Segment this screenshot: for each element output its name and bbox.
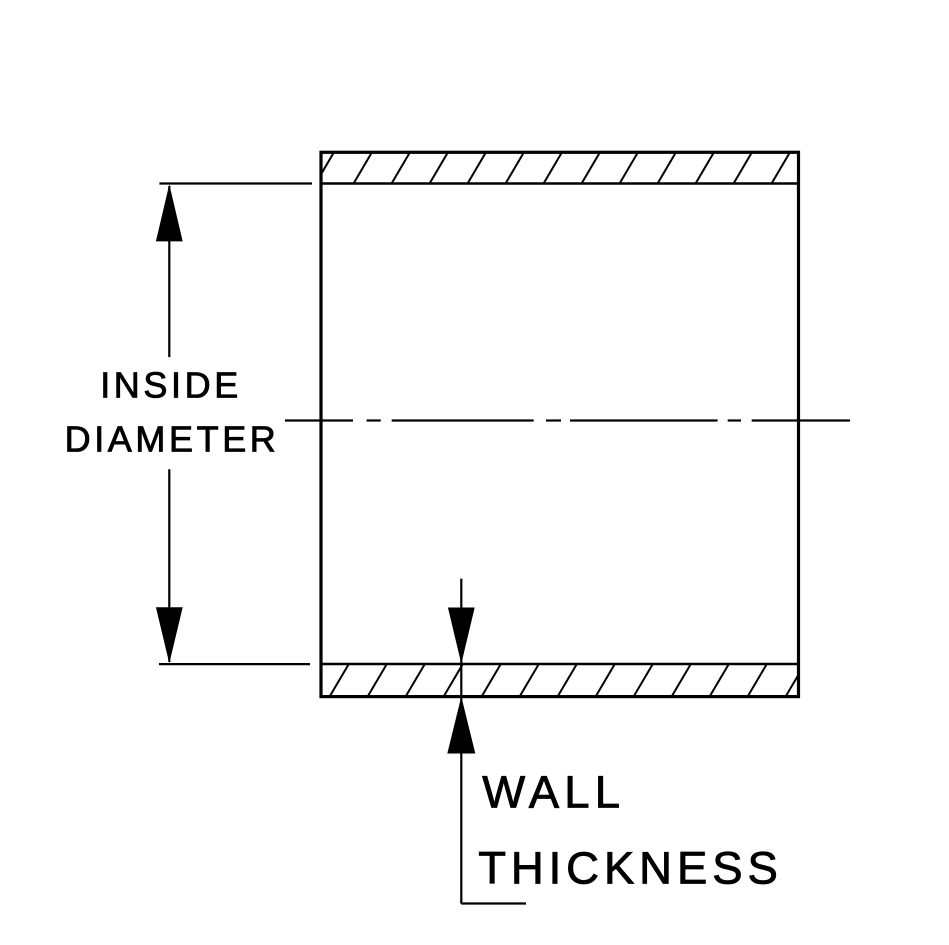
svg-text:WALL: WALL <box>482 767 625 818</box>
svg-text:INSIDE: INSIDE <box>100 364 242 405</box>
svg-text:DIAMETER: DIAMETER <box>65 418 280 459</box>
svg-text:THICKNESS: THICKNESS <box>478 842 783 893</box>
